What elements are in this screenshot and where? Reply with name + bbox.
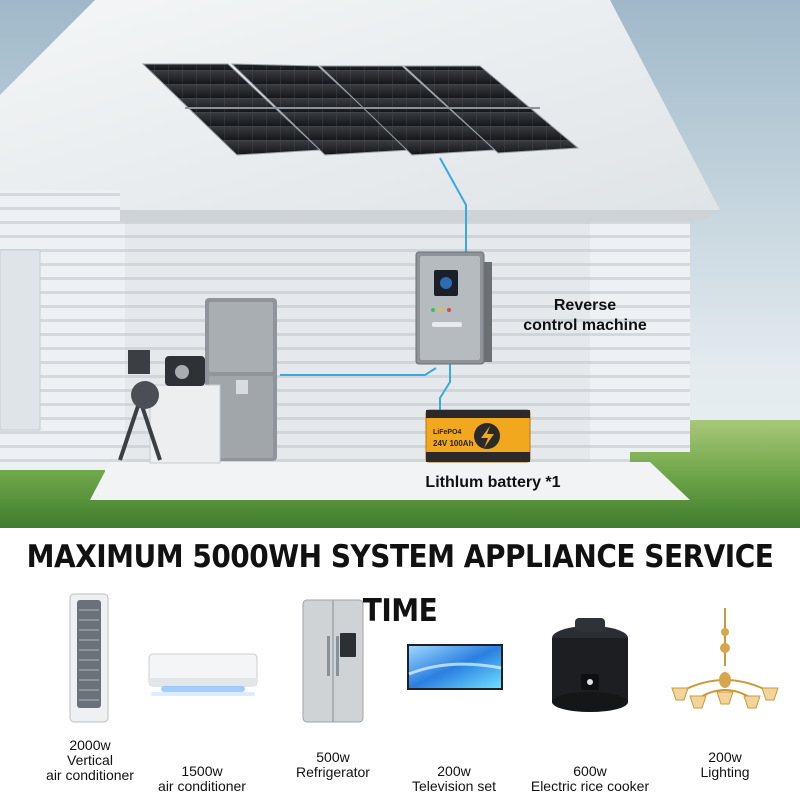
appliance-name-line2: air conditioner [46, 767, 134, 783]
appliance-label: 2000w Vertical air conditioner [15, 738, 165, 783]
appliance-label: 200w Lighting [650, 750, 800, 780]
appliance-rice-cooker: 600w Electric rice cooker [525, 588, 655, 800]
appliance-refrigerator: 500w Refrigerator [268, 588, 398, 800]
appliance-power: 500w [316, 749, 350, 765]
inverter [415, 251, 492, 365]
appliance-name: Television set [411, 778, 497, 794]
headline: MAXIMUM 5000WH SYSTEM APPLIANCE SERVICE … [26, 537, 774, 629]
fan [118, 350, 162, 461]
appliance-tv: 200w Television set [389, 588, 519, 800]
porch-floor [90, 462, 690, 500]
appliance-wall-ac: 1500w air conditioner [137, 588, 267, 800]
appliance-lighting: 200w Lighting [660, 588, 790, 800]
appliance-power: 2000w [69, 737, 111, 753]
battery-spec: 24V 100Ah [433, 439, 474, 448]
appliance-list: 2000w Vertical air conditioner 1500w air… [0, 588, 800, 800]
appliance-name: Vertical [67, 752, 113, 768]
battery-callout: Lithlum battery *1 [425, 474, 561, 491]
appliance-name: Electric rice cooker [530, 778, 650, 794]
chandelier-icon [671, 608, 779, 709]
battery [425, 409, 531, 463]
cable-solar [439, 157, 467, 255]
appliance-power: 200w [437, 763, 471, 779]
tv-icon [407, 644, 503, 690]
rice-cooker-icon [552, 618, 628, 712]
appliance-label: 200w Television set [379, 764, 529, 794]
inverter-callout: Reverse control machine [500, 296, 670, 336]
appliance-name: air conditioner [158, 778, 246, 794]
appliance-name: Lighting [700, 764, 750, 780]
appliance-label: 500w Refrigerator [258, 750, 408, 780]
refrigerator-icon [302, 599, 364, 723]
cable-battery [439, 362, 451, 412]
inverter-callout-line1: Reverse [553, 297, 617, 314]
cable-home [280, 367, 437, 376]
appliance-power: 1500w [181, 763, 223, 779]
appliance-power: 600w [573, 763, 607, 779]
washer [149, 384, 221, 464]
battery-brand: LiFePO4 [433, 429, 462, 436]
appliance-label: 1500w air conditioner [127, 764, 277, 794]
vertical-ac-icon [69, 593, 109, 723]
appliance-power: 200w [708, 749, 742, 765]
house-scene: LiFePO4 24V 100Ah [0, 0, 800, 528]
solar-panels [141, 63, 580, 156]
appliance-label: 600w Electric rice cooker [515, 764, 665, 794]
appliance-vertical-ac: 2000w Vertical air conditioner [25, 588, 155, 800]
inverter-callout-line2: control machine [523, 317, 647, 334]
appliance-name: Refrigerator [296, 764, 370, 780]
porch-refrigerator [205, 298, 277, 461]
house-illustration: LiFePO4 24V 100Ah Reverse control machin… [0, 0, 800, 528]
wall-ac-icon [148, 653, 258, 696]
